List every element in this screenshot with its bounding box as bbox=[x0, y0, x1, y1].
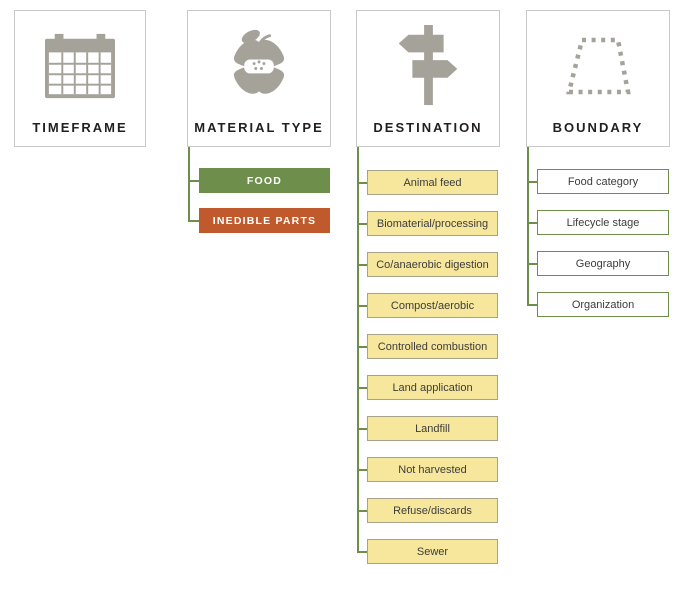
connector-stub bbox=[357, 182, 367, 184]
destination-item-animal-feed: Animal feed bbox=[367, 170, 498, 195]
signpost-icon bbox=[357, 11, 499, 120]
timeframe-title: TIMEFRAME bbox=[32, 120, 128, 135]
boundary-trapezoid-icon bbox=[527, 11, 669, 120]
boundary-item-geography: Geography bbox=[537, 251, 669, 276]
connector-stub bbox=[357, 264, 367, 266]
connector-stub bbox=[357, 551, 367, 553]
connector-stub bbox=[357, 346, 367, 348]
boundary-item-lifecycle-stage: Lifecycle stage bbox=[537, 210, 669, 235]
destination-box: DESTINATION bbox=[356, 10, 500, 147]
destination-item-sewer: Sewer bbox=[367, 539, 498, 564]
connector-stub bbox=[357, 387, 367, 389]
connector-stub bbox=[357, 428, 367, 430]
connector-stub bbox=[357, 305, 367, 307]
apple-core-icon bbox=[188, 11, 330, 120]
connector-stub bbox=[357, 469, 367, 471]
connector-stub bbox=[527, 222, 537, 224]
destination-item-landfill: Landfill bbox=[367, 416, 498, 441]
boundary-item-organization: Organization bbox=[537, 292, 669, 317]
connector-stub bbox=[188, 220, 199, 222]
timeframe-box: TIMEFRAME bbox=[14, 10, 146, 147]
destination-title: DESTINATION bbox=[373, 120, 483, 135]
material-type-item-food: FOOD bbox=[199, 168, 330, 193]
destination-item-not-harvested: Not harvested bbox=[367, 457, 498, 482]
connector-stub bbox=[188, 180, 199, 182]
boundary-box: BOUNDARY bbox=[526, 10, 670, 147]
calendar-icon bbox=[15, 11, 145, 120]
connector-stub bbox=[527, 304, 537, 306]
destination-item-biomaterial-processing: Biomaterial/processing bbox=[367, 211, 498, 236]
destination-item-compost-aerobic: Compost/aerobic bbox=[367, 293, 498, 318]
connector-stub bbox=[527, 263, 537, 265]
boundary-item-food-category: Food category bbox=[537, 169, 669, 194]
material-type-title: MATERIAL TYPE bbox=[194, 120, 324, 135]
connector-stub bbox=[527, 181, 537, 183]
material-type-connector-line bbox=[188, 147, 190, 222]
destination-item-controlled-combustion: Controlled combustion bbox=[367, 334, 498, 359]
material-type-item-inedible-parts: INEDIBLE PARTS bbox=[199, 208, 330, 233]
material-type-box: MATERIAL TYPE bbox=[187, 10, 331, 147]
connector-stub bbox=[357, 510, 367, 512]
connector-stub bbox=[357, 223, 367, 225]
boundary-connector-line bbox=[527, 147, 529, 306]
destination-item-land-application: Land application bbox=[367, 375, 498, 400]
destination-connector-line bbox=[357, 147, 359, 553]
boundary-title: BOUNDARY bbox=[552, 120, 644, 135]
destination-item-refuse-discards: Refuse/discards bbox=[367, 498, 498, 523]
destination-item-co-anaerobic-digestion: Co/anaerobic digestion bbox=[367, 252, 498, 277]
